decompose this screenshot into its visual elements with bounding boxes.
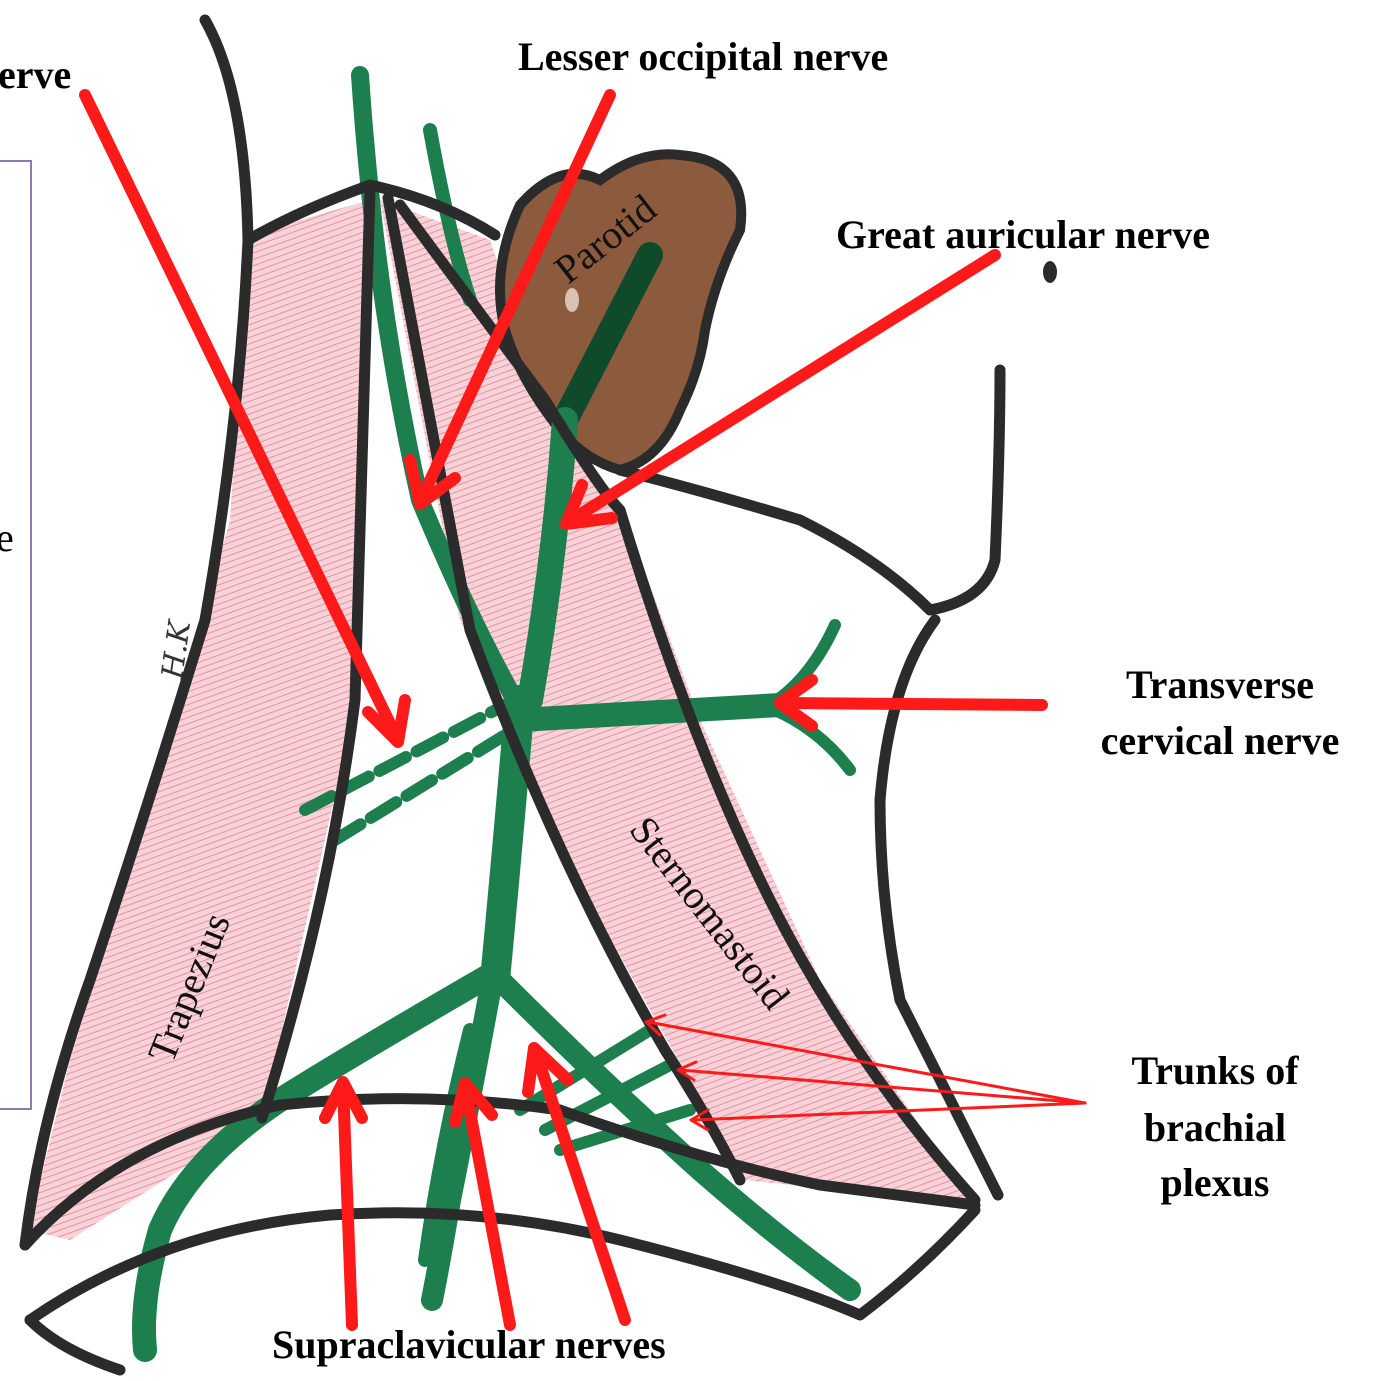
lower-contour bbox=[30, 1320, 120, 1370]
arrow-supraclavicular-2 bbox=[465, 1085, 510, 1325]
cropped-text-box: e bbox=[0, 160, 32, 1110]
brachial-trunks-label-line2: brachial bbox=[1080, 1105, 1350, 1150]
brachial-trunks-label-line3: plexus bbox=[1080, 1160, 1350, 1205]
brachial-trunks-label-line1: Trunks of bbox=[1080, 1048, 1350, 1093]
transverse-cervical-nerve-label-line1: Transverse bbox=[1070, 662, 1370, 707]
cropped-box-glyph: e bbox=[0, 514, 14, 561]
arrow-transverse-cervical bbox=[782, 703, 1042, 705]
cropped-nerve-label: erve bbox=[0, 52, 71, 97]
ink-mark bbox=[1043, 261, 1057, 283]
lesser-occipital-nerve-label: Lesser occipital nerve bbox=[518, 34, 888, 79]
transverse-cervical-nerve-label-line2: cervical nerve bbox=[1070, 718, 1370, 763]
arrow-supraclavicular-1 bbox=[343, 1085, 352, 1325]
supraclavicular-nerves-label: Supraclavicular nerves bbox=[272, 1322, 666, 1367]
transverse-cervical-nerve bbox=[520, 705, 780, 720]
great-auricular-nerve-label: Great auricular nerve bbox=[836, 212, 1210, 257]
